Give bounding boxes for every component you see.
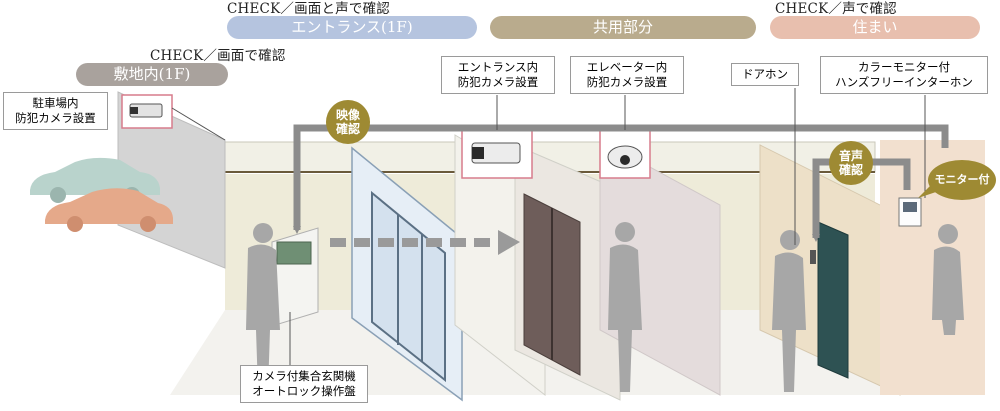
zone-entrance: エントランス(1F) xyxy=(227,16,477,39)
auto-lock-screen xyxy=(276,241,312,265)
elevator-camera-label: エレベーター内防犯カメラ設置 xyxy=(570,56,684,94)
monitor-badge: モニター付 xyxy=(934,173,990,186)
video-check-badge-circle xyxy=(326,100,370,144)
entrance-camera-icon xyxy=(461,129,533,179)
zone-home: 住まい xyxy=(770,16,980,39)
entrance-camera-label: エントランス内防犯カメラ設置 xyxy=(441,56,555,94)
elevator-camera-icon xyxy=(599,129,651,179)
auto-lock-label: カメラ付集合玄関機オートロック操作盤 xyxy=(240,365,368,403)
video-check-badge: 映像確認 xyxy=(335,108,360,136)
check-entrance-label: CHECK／画面と声で確認 xyxy=(227,1,390,17)
parking-camera-label: 駐車場内防犯カメラ設置 xyxy=(3,92,108,130)
car-orange-icon xyxy=(45,188,173,232)
check-home-label: CHECK／声で確認 xyxy=(775,1,897,17)
check-site-label: CHECK／画面で確認 xyxy=(150,48,286,64)
movement-arrows xyxy=(330,230,520,255)
person-elevator-icon xyxy=(608,222,642,392)
voice-check-badge: 音声確認 xyxy=(838,149,863,177)
home-door xyxy=(817,221,849,379)
parking-camera-icon xyxy=(121,94,173,129)
door-phone-unit xyxy=(810,250,816,264)
person-entrance-icon xyxy=(246,223,280,390)
zone-site: 敷地内(1F) xyxy=(76,63,228,86)
color-monitor-label: カラーモニター付ハンズフリーインターホン xyxy=(820,56,988,94)
video-check-route xyxy=(293,124,949,234)
monitor-badge-shape xyxy=(928,160,996,200)
zone-common: 共用部分 xyxy=(490,16,756,39)
door-phone-label: ドアホン xyxy=(731,63,799,86)
person-home-icon xyxy=(932,224,964,335)
voice-check-badge-circle xyxy=(829,141,873,185)
